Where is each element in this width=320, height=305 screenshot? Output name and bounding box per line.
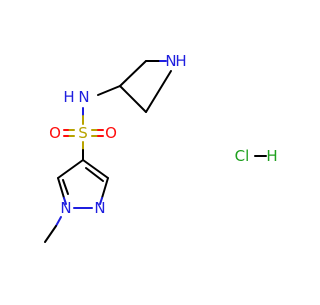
atom-label-sulfonamide-n: N	[78, 88, 89, 106]
bond-c4-c3	[82, 159, 109, 179]
bond-c3-nh	[97, 85, 121, 96]
atom-label-sulfur: S	[78, 124, 88, 142]
atom-label-oxygen-left: O	[49, 124, 61, 142]
bond-c5-n1-n	[63, 197, 67, 205]
bond-c3-c4	[119, 85, 147, 113]
bond-c4-c3-double	[85, 167, 104, 182]
atom-label-azetidine-h: H	[175, 52, 186, 70]
bond-n1-methyl-n	[55, 216, 62, 227]
pyrazole-ring	[57, 159, 109, 209]
bond-c3-n2-c	[101, 177, 109, 199]
atom-label-pyrazole-n2: N	[94, 199, 105, 217]
bond-c3-n2-n	[99, 197, 103, 205]
atom-label-sulfonamide-h: H	[63, 88, 74, 106]
bond-c5-n1-c	[57, 177, 65, 199]
azetidine-ring	[119, 60, 172, 113]
bond-c5-n1-double	[62, 179, 69, 195]
atom-label-hydrogen-salt: H	[266, 147, 277, 165]
atom-label-oxygen-right: O	[105, 124, 117, 142]
bond-n1-methyl-c	[44, 225, 57, 243]
molecule-svg: N H H N S O O N N Cl H	[44, 52, 278, 243]
bond-c4-c5	[57, 159, 84, 179]
bond-c3-c2	[119, 60, 147, 87]
atom-label-azetidine-n: N	[165, 52, 176, 70]
atom-label-pyrazole-n1: N	[60, 199, 71, 217]
atom-label-chlorine: Cl	[235, 147, 250, 165]
bond-c4-n1	[145, 70, 172, 113]
chemical-structure-diagram: N H H N S O O N N Cl H	[44, 52, 278, 243]
